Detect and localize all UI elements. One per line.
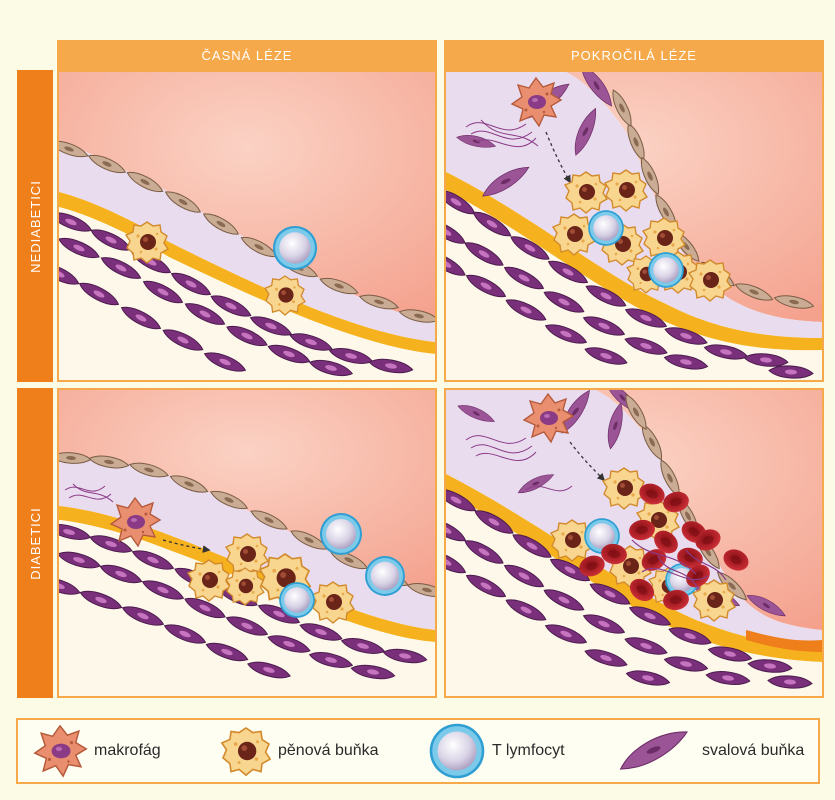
macrophage-icon — [34, 725, 87, 777]
legend-item-macrophage: makrofág — [32, 720, 161, 782]
panel-nondiabetic-early — [57, 70, 437, 382]
legend-item-muscle-cell: svalová buňka — [612, 720, 804, 782]
collagen-fibers — [465, 435, 573, 492]
t-lymphocyte — [320, 513, 362, 555]
t-lymphocyte — [365, 556, 405, 596]
foam-cell-icon — [221, 727, 271, 776]
vessel-illustration — [59, 390, 435, 696]
migration-arrow — [162, 539, 211, 553]
legend-label: T lymfocyt — [492, 742, 565, 759]
collagen-fibers — [465, 119, 539, 148]
panel-diabetic-advanced — [444, 388, 824, 698]
legend: makrofág pěnová buňka T lymfocyt svalová… — [16, 718, 820, 784]
column-header-early-lesion: ČASNÁ LÉZE — [57, 40, 437, 70]
legend-label: pěnová buňka — [278, 742, 379, 759]
t-lymphocyte — [588, 210, 624, 246]
vessel-illustration — [446, 390, 822, 696]
vessel-illustration — [59, 72, 435, 380]
column-header-advanced-lesion: POKROČILÁ LÉZE — [444, 40, 824, 70]
panel-nondiabetic-advanced — [444, 70, 824, 382]
t-lymphocyte — [272, 225, 318, 271]
fibrin-strands — [631, 539, 727, 589]
panel-diabetic-early — [57, 388, 437, 698]
muscle-cell-icon — [614, 726, 693, 775]
t-lymphocyte — [648, 252, 684, 288]
row-header-nondiabetics: NEDIABETICI — [17, 70, 53, 382]
legend-item-foam-cell: pěnová buňka — [220, 720, 379, 782]
t-lymphocyte-icon — [429, 723, 485, 779]
legend-label: makrofág — [94, 742, 161, 759]
legend-item-t-lymphocyte: T lymfocyt — [428, 720, 565, 782]
row-header-diabetics: DIABETICI — [17, 388, 53, 698]
collagen-fibers — [64, 483, 114, 503]
legend-label: svalová buňka — [702, 742, 805, 759]
t-lymphocyte — [279, 582, 315, 618]
vessel-illustration — [446, 72, 822, 380]
